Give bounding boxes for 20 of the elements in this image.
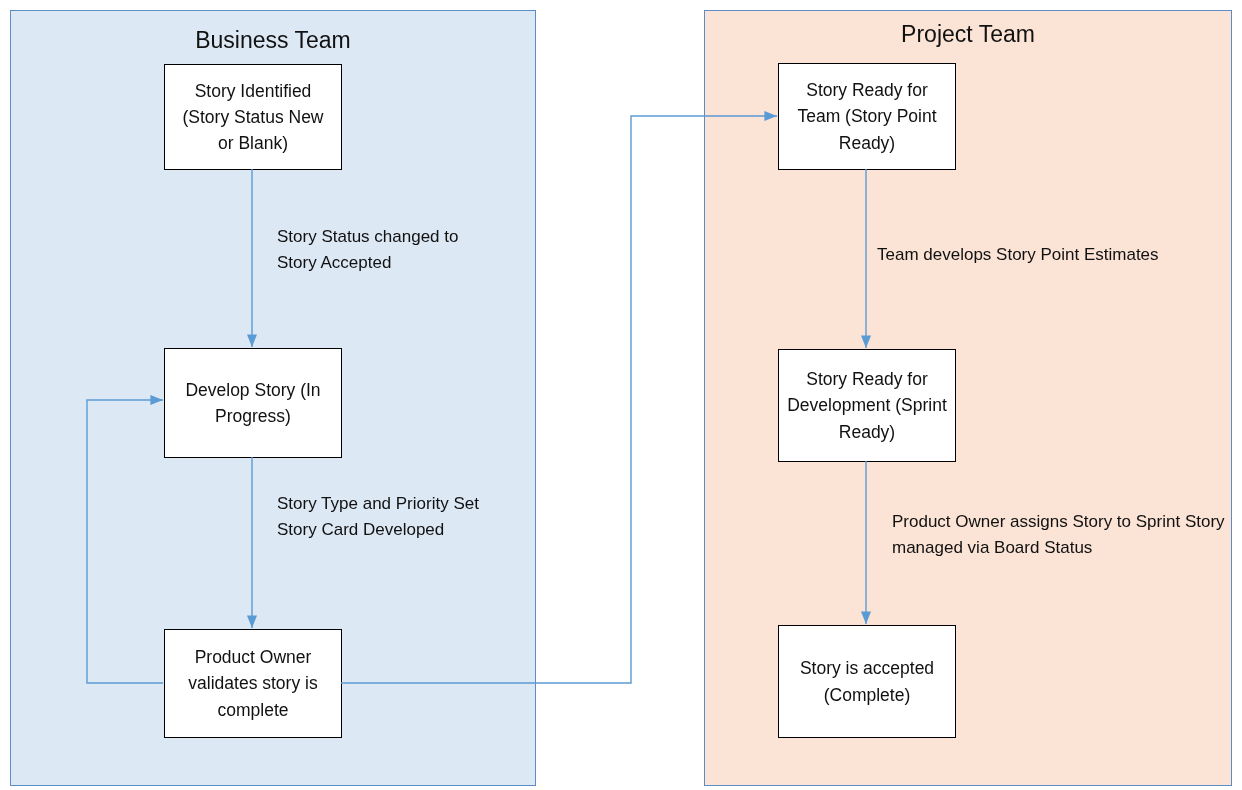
lane-heading: Project Team	[900, 21, 1036, 48]
edge-label: Story Status changed to Story Accepted	[277, 226, 460, 275]
arrow	[246, 168, 258, 348]
arrow	[860, 460, 872, 625]
swimlane-panel	[704, 10, 1232, 786]
swimlane-panel	[10, 10, 536, 786]
arrow	[246, 456, 258, 629]
process-box: Story Ready for Team (Story Point Ready)	[778, 63, 956, 170]
process-box: Story is accepted (Complete)	[778, 625, 956, 738]
process-box: Story Identified (Story Status New or Blank)	[164, 64, 342, 170]
lane-heading: Business Team	[194, 27, 352, 54]
process-box: Story Ready for Development (Sprint Ready)	[778, 349, 956, 462]
edge-label: Story Type and Priority Set Story Card Developed	[277, 493, 480, 542]
edge-label: Product Owner assigns Story to Sprint Story managed via Board Status	[892, 511, 1226, 560]
arrow	[860, 168, 872, 349]
process-box: Develop Story (In Progress)	[164, 348, 342, 458]
edge-label: Team develops Story Point Estimates	[877, 244, 1160, 266]
process-box: Product Owner validates story is complete	[164, 629, 342, 738]
arrow	[86, 394, 164, 684]
arrow	[340, 110, 778, 684]
